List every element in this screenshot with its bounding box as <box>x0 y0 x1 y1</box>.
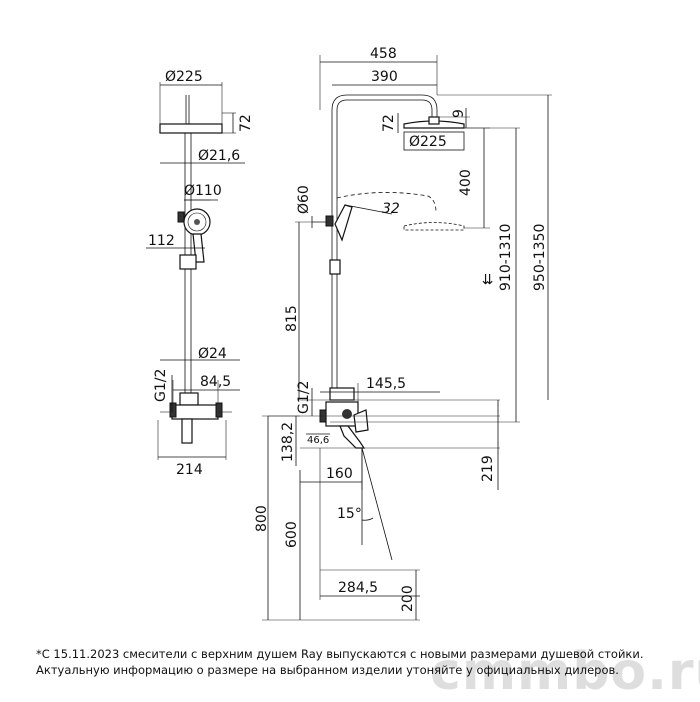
footnote-line-1: *С 15.11.2023 смесители с верхним душем … <box>36 647 644 661</box>
front-hook <box>177 211 185 223</box>
side-dim-w458: 458 <box>370 46 397 62</box>
side-dim-w145-5: 145,5 <box>366 376 406 392</box>
side-dim-w284-5: 284,5 <box>338 580 378 596</box>
side-dim-h200: 200 <box>400 585 416 612</box>
side-dim-h600: 600 <box>284 521 300 548</box>
side-dim-d60: Ø60 <box>296 185 312 214</box>
svg-text:⇇: ⇇ <box>480 273 496 285</box>
side-dim-h219: 219 <box>480 455 496 482</box>
front-shower-head <box>159 123 223 134</box>
side-dim-h400: 400 <box>458 169 474 196</box>
side-dim-w46-6: 46,6 <box>307 435 329 446</box>
front-view: Ø225 72 Ø21,6 Ø110 112 Ø24 84,5 G1/2 214 <box>146 69 254 478</box>
front-dim-w214: 214 <box>176 462 203 478</box>
side-dim-a15: 15° <box>337 506 362 522</box>
front-holder <box>179 254 197 270</box>
front-dim-h72: 72 <box>238 114 254 132</box>
side-view: 458 390 9 72 Ø225 400 910-1310 ⇇ 950-135… <box>254 46 552 621</box>
front-dim-w112: 112 <box>148 233 175 249</box>
side-dim-h910-1310: 910-1310 <box>498 224 514 291</box>
front-dim-d225: Ø225 <box>165 69 203 85</box>
side-dim-a32: 32 <box>382 201 400 217</box>
side-dim-h800: 800 <box>254 505 270 532</box>
side-dim-h815: 815 <box>284 305 300 332</box>
side-shower-arm <box>331 94 438 122</box>
side-holder <box>329 259 341 275</box>
side-dim-h138-2: 138,2 <box>280 422 296 462</box>
front-spout <box>181 418 193 444</box>
front-dim-g12: G1/2 <box>153 369 169 402</box>
side-dim-d225: Ø225 <box>409 134 447 150</box>
footnote-line-2: Актуальную информацию о размере на выбра… <box>36 663 619 677</box>
side-dim-w390: 390 <box>371 69 398 85</box>
side-dim-h9: 9 <box>451 109 467 118</box>
front-dim-w84-5: 84,5 <box>200 374 231 390</box>
front-dim-d21-6: Ø21,6 <box>198 148 240 164</box>
front-mixer-top <box>179 392 199 406</box>
side-hand-shower <box>334 204 353 242</box>
side-dim-h950-1350: 950-1350 <box>532 224 548 291</box>
side-dim-h72: 72 <box>381 114 397 132</box>
front-dim-d24: Ø24 <box>198 346 227 362</box>
side-dim-w160: 160 <box>326 466 353 482</box>
front-mixer-body <box>171 404 219 420</box>
side-dim-g12: G1/2 <box>296 381 312 414</box>
watermark: cmmbo.ru <box>430 642 700 702</box>
front-dim-d110: Ø110 <box>184 183 222 199</box>
